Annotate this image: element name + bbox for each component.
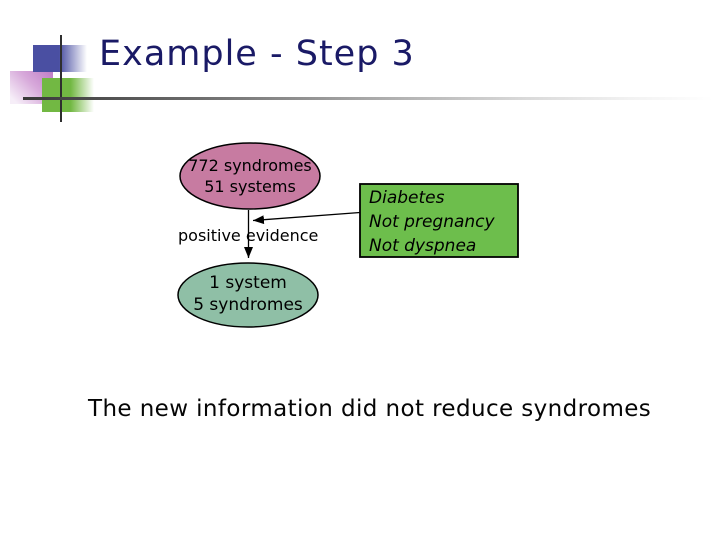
result-node-ellipse — [177, 262, 319, 328]
start-node-line1: 772 syndromes — [188, 156, 312, 175]
footer-conclusion-text: The new information did not reduce syndr… — [88, 396, 652, 422]
decor-square-blue — [33, 45, 59, 72]
result-node-line1: 1 system — [209, 273, 287, 293]
slide-title: Example - Step 3 — [99, 34, 415, 74]
result-node-line2: 5 syndromes — [193, 295, 303, 315]
evidence-box-label: Diabetes Not pregnancy Not dyspnea — [369, 186, 495, 258]
decor-square-green — [42, 78, 94, 112]
evidence-box-line2: Not pregnancy — [369, 212, 495, 232]
title-underline-rule — [23, 97, 713, 100]
start-node-ellipse — [179, 142, 321, 210]
evidence-box-rect — [359, 183, 519, 258]
decor-vertical-line — [60, 35, 62, 122]
start-node-label: 772 syndromes 51 systems — [180, 155, 320, 197]
evidence-arrow — [252, 211, 361, 225]
decor-square-blue-fade — [59, 45, 87, 72]
evidence-arrow-label: positive evidence — [178, 226, 319, 245]
start-node-line2: 51 systems — [204, 177, 296, 196]
evidence-box-line3: Not dyspnea — [369, 236, 477, 256]
evidence-box-line1: Diabetes — [369, 188, 445, 208]
result-node-label: 1 system 5 syndromes — [178, 272, 318, 316]
